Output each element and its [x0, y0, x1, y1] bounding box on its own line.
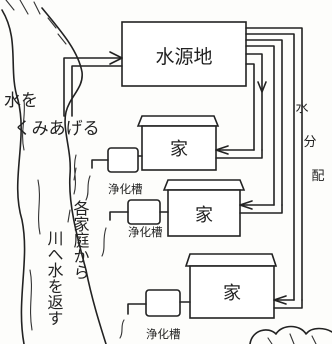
water-source-label: 水源地: [155, 46, 212, 68]
house-1-supply-pipe-lower: [215, 149, 263, 159]
distribution-pipe-c-outer: [245, 27, 303, 301]
house-1-label: 家: [170, 139, 188, 160]
river-current-1: [22, 99, 25, 151]
septic-tank-1: [107, 147, 139, 173]
distribution-pipe-b-outer: [245, 39, 283, 206]
septic-tank-1-label: 浄化槽: [108, 182, 143, 196]
house-3-label: 家: [223, 283, 241, 304]
distribution-text-1: 水: [295, 101, 308, 116]
house-3-roof: [184, 253, 278, 267]
house-2: 家 浄化槽: [109, 179, 283, 239]
return-pipe-3: [127, 303, 147, 315]
return-flow: [67, 167, 125, 339]
bush-detail: [267, 333, 317, 344]
distribution-pipe-b-inner: [245, 45, 275, 206]
river-current-3: [29, 269, 33, 331]
intake-text-line-1: 水を: [4, 91, 38, 111]
river-hatching-top: [5, 0, 67, 45]
return-pipe-1: [91, 159, 109, 169]
river-bank-left: [1, 9, 26, 344]
septic-tank-3-label: 浄化槽: [146, 327, 181, 341]
house-2-body: [167, 189, 241, 237]
return-text-line-1: 各家庭から: [71, 200, 90, 280]
distribution-text-2: 分: [303, 135, 316, 150]
house-1: 家 浄化槽: [91, 115, 263, 196]
septic-tank-2-label: 浄化槽: [128, 225, 163, 239]
return-flow-3: [119, 319, 125, 339]
house-1-roof: [136, 115, 220, 127]
house-2-supply-arrow: [239, 200, 253, 210]
house-2-label: 家: [195, 205, 213, 226]
house-2-supply-pipe-lower: [239, 204, 283, 214]
return-pipe-2: [109, 211, 129, 221]
distribution-pipe-c-inner: [245, 33, 295, 301]
distribution-pipe-outer: [245, 53, 263, 151]
return-text-line-2: 川へ水を返す: [45, 230, 64, 326]
house-3: 家 浄化槽: [127, 253, 303, 341]
distribution-arrow-1: [257, 81, 267, 93]
intake-pipe: [63, 57, 123, 117]
distribution-text-3: 配: [311, 169, 324, 184]
house-1-supply-arrow: [215, 145, 229, 155]
bush-outline: [249, 325, 332, 344]
intake-arrow: [109, 51, 123, 65]
house-3-supply-pipe-lower: [273, 299, 303, 309]
septic-tank-3: [145, 289, 181, 317]
bushes: [249, 325, 332, 344]
return-flow-dashes: [67, 167, 77, 223]
septic-tank-2: [127, 199, 161, 225]
intake-pipe-inner: [71, 65, 123, 117]
intake-text-line-2: くみあげる: [14, 119, 100, 139]
house-1-body: [141, 125, 217, 171]
river-current-2: [37, 179, 41, 235]
water-source-box: [121, 21, 247, 87]
return-flow-1: [85, 175, 91, 201]
house-3-supply-arrow: [273, 295, 287, 305]
house-2-roof: [162, 179, 246, 191]
distribution-pipe-inner: [245, 63, 255, 151]
return-flow-2: [101, 227, 107, 257]
house-3-body: [189, 265, 275, 319]
